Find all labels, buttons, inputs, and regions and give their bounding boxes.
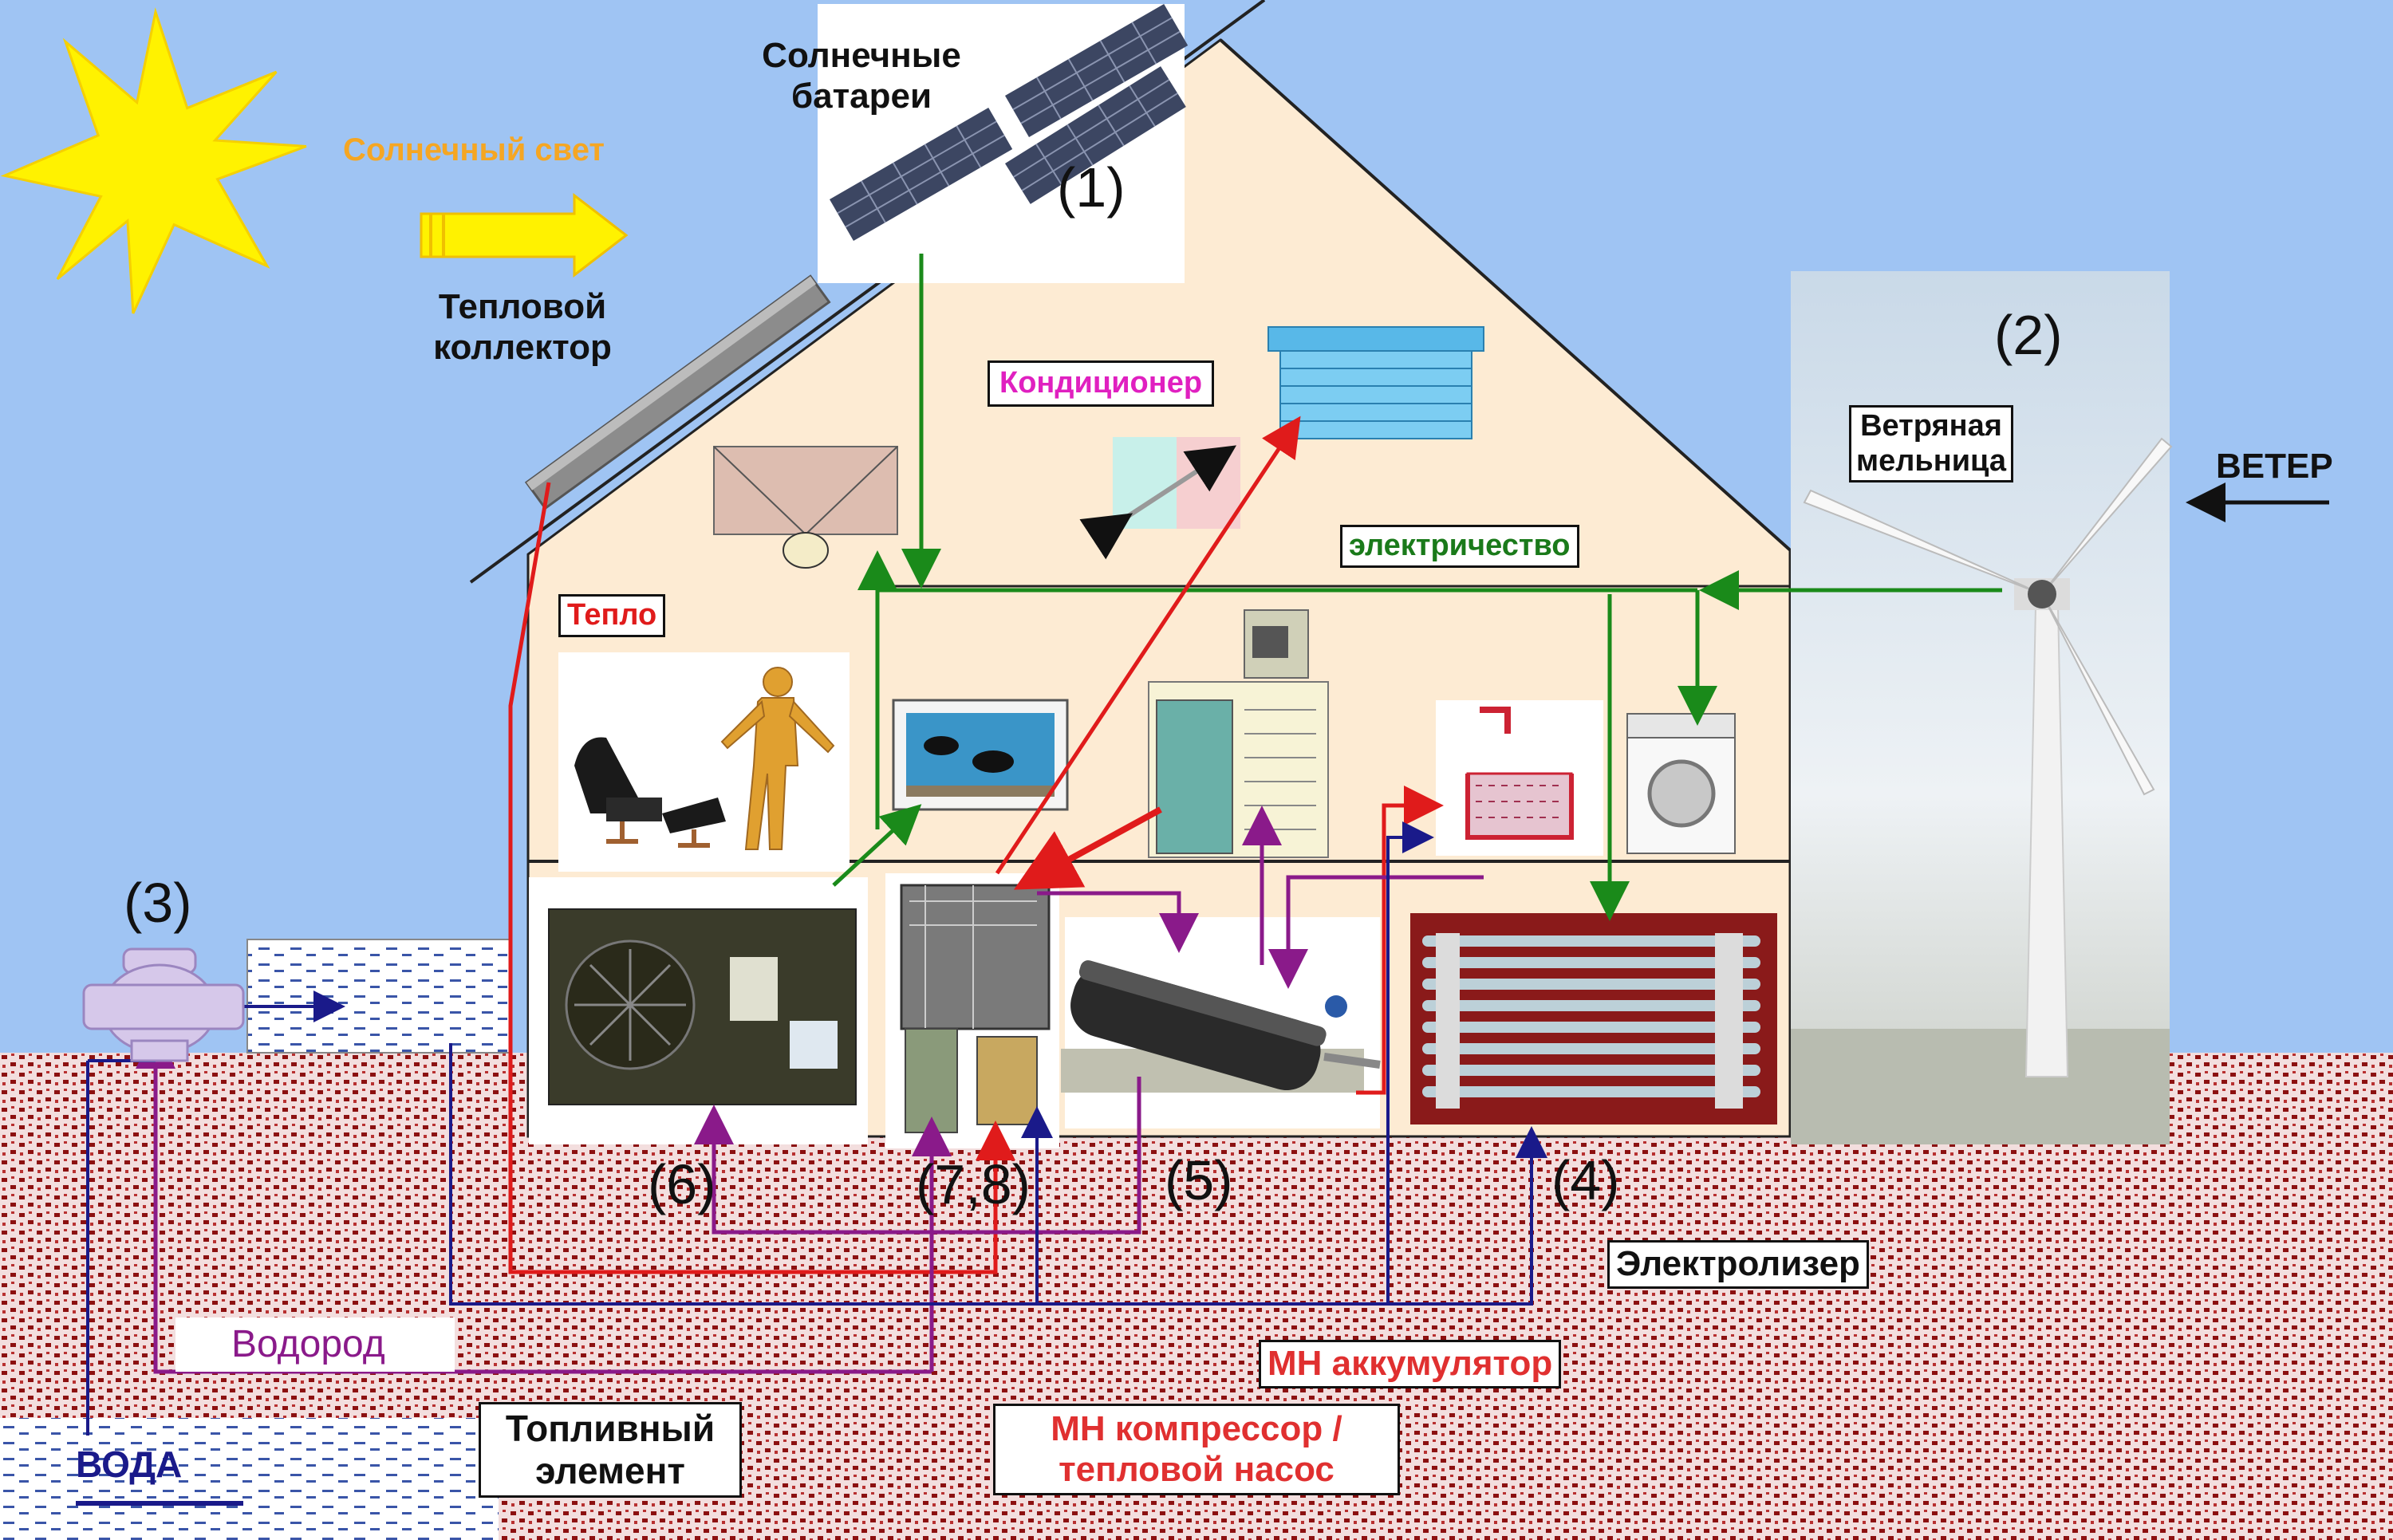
ac-exchange-icon (1079, 437, 1240, 560)
number-7-8: (7,8) (916, 1153, 1031, 1215)
solar-panels-image (818, 4, 1189, 283)
water-lines (86, 821, 1547, 1436)
air-conditioner-label: Кондиционер (988, 360, 1215, 407)
mh-accumulator-device-image (1061, 917, 1381, 1128)
air-conditioner-unit-image (1267, 326, 1484, 439)
number-5: (5) (1165, 1149, 1233, 1211)
hydrogen-label: Водород (175, 1317, 455, 1372)
electricity-label: электричество (1340, 525, 1579, 568)
electrolyzer-label: Электролизер (1607, 1240, 1869, 1289)
pump-icon (82, 947, 245, 1062)
kitchen-unit-image (1148, 609, 1329, 858)
number-3: (3) (124, 872, 192, 934)
number-6: (6) (648, 1153, 716, 1215)
wind-mill-label: Ветряная мельница (1849, 405, 2014, 483)
fuel-cell-device-image (529, 877, 868, 1144)
number-1: (1) (1057, 156, 1126, 219)
mh-compressor-label: МН компрессор / тепловой насос (993, 1404, 1400, 1496)
water-label: ВОДА (76, 1444, 183, 1485)
thermal-collector-label: Тепловой коллектор (433, 287, 612, 367)
water-source (0, 1418, 499, 1540)
solar-panels-label: Солнечные батареи (762, 36, 961, 116)
mh-compressor-device-image (885, 873, 1059, 1148)
heat-label: Тепло (558, 594, 666, 637)
roof-right-line (1219, 38, 1796, 556)
fuel-cell-label: Топливный элемент (479, 1402, 742, 1498)
sun-icon (0, 7, 307, 314)
skylight-image (713, 446, 898, 569)
washing-machine-image (1626, 713, 1736, 854)
sunlight-arrow-icon (420, 192, 629, 278)
tv-image (892, 699, 1069, 811)
number-2: (2) (1994, 304, 2063, 366)
mh-accumulator-label: МН аккумулятор (1259, 1340, 1562, 1388)
wind-label: ВЕТЕР (2216, 447, 2333, 486)
electricity-lines (832, 254, 2002, 921)
electrolyzer-device-image (1410, 913, 1777, 1124)
armchair-person-image (558, 652, 850, 872)
wind-turbine-image (1791, 271, 2173, 1144)
hydrogen-lines (136, 805, 1484, 1374)
thermal-collector-image (524, 274, 831, 510)
water-tank (246, 939, 511, 1054)
number-4: (4) (1551, 1149, 1620, 1211)
sunlight-label: Солнечный свет (343, 132, 605, 167)
sink-image (1436, 700, 1603, 856)
heat-lines (508, 416, 1444, 1274)
